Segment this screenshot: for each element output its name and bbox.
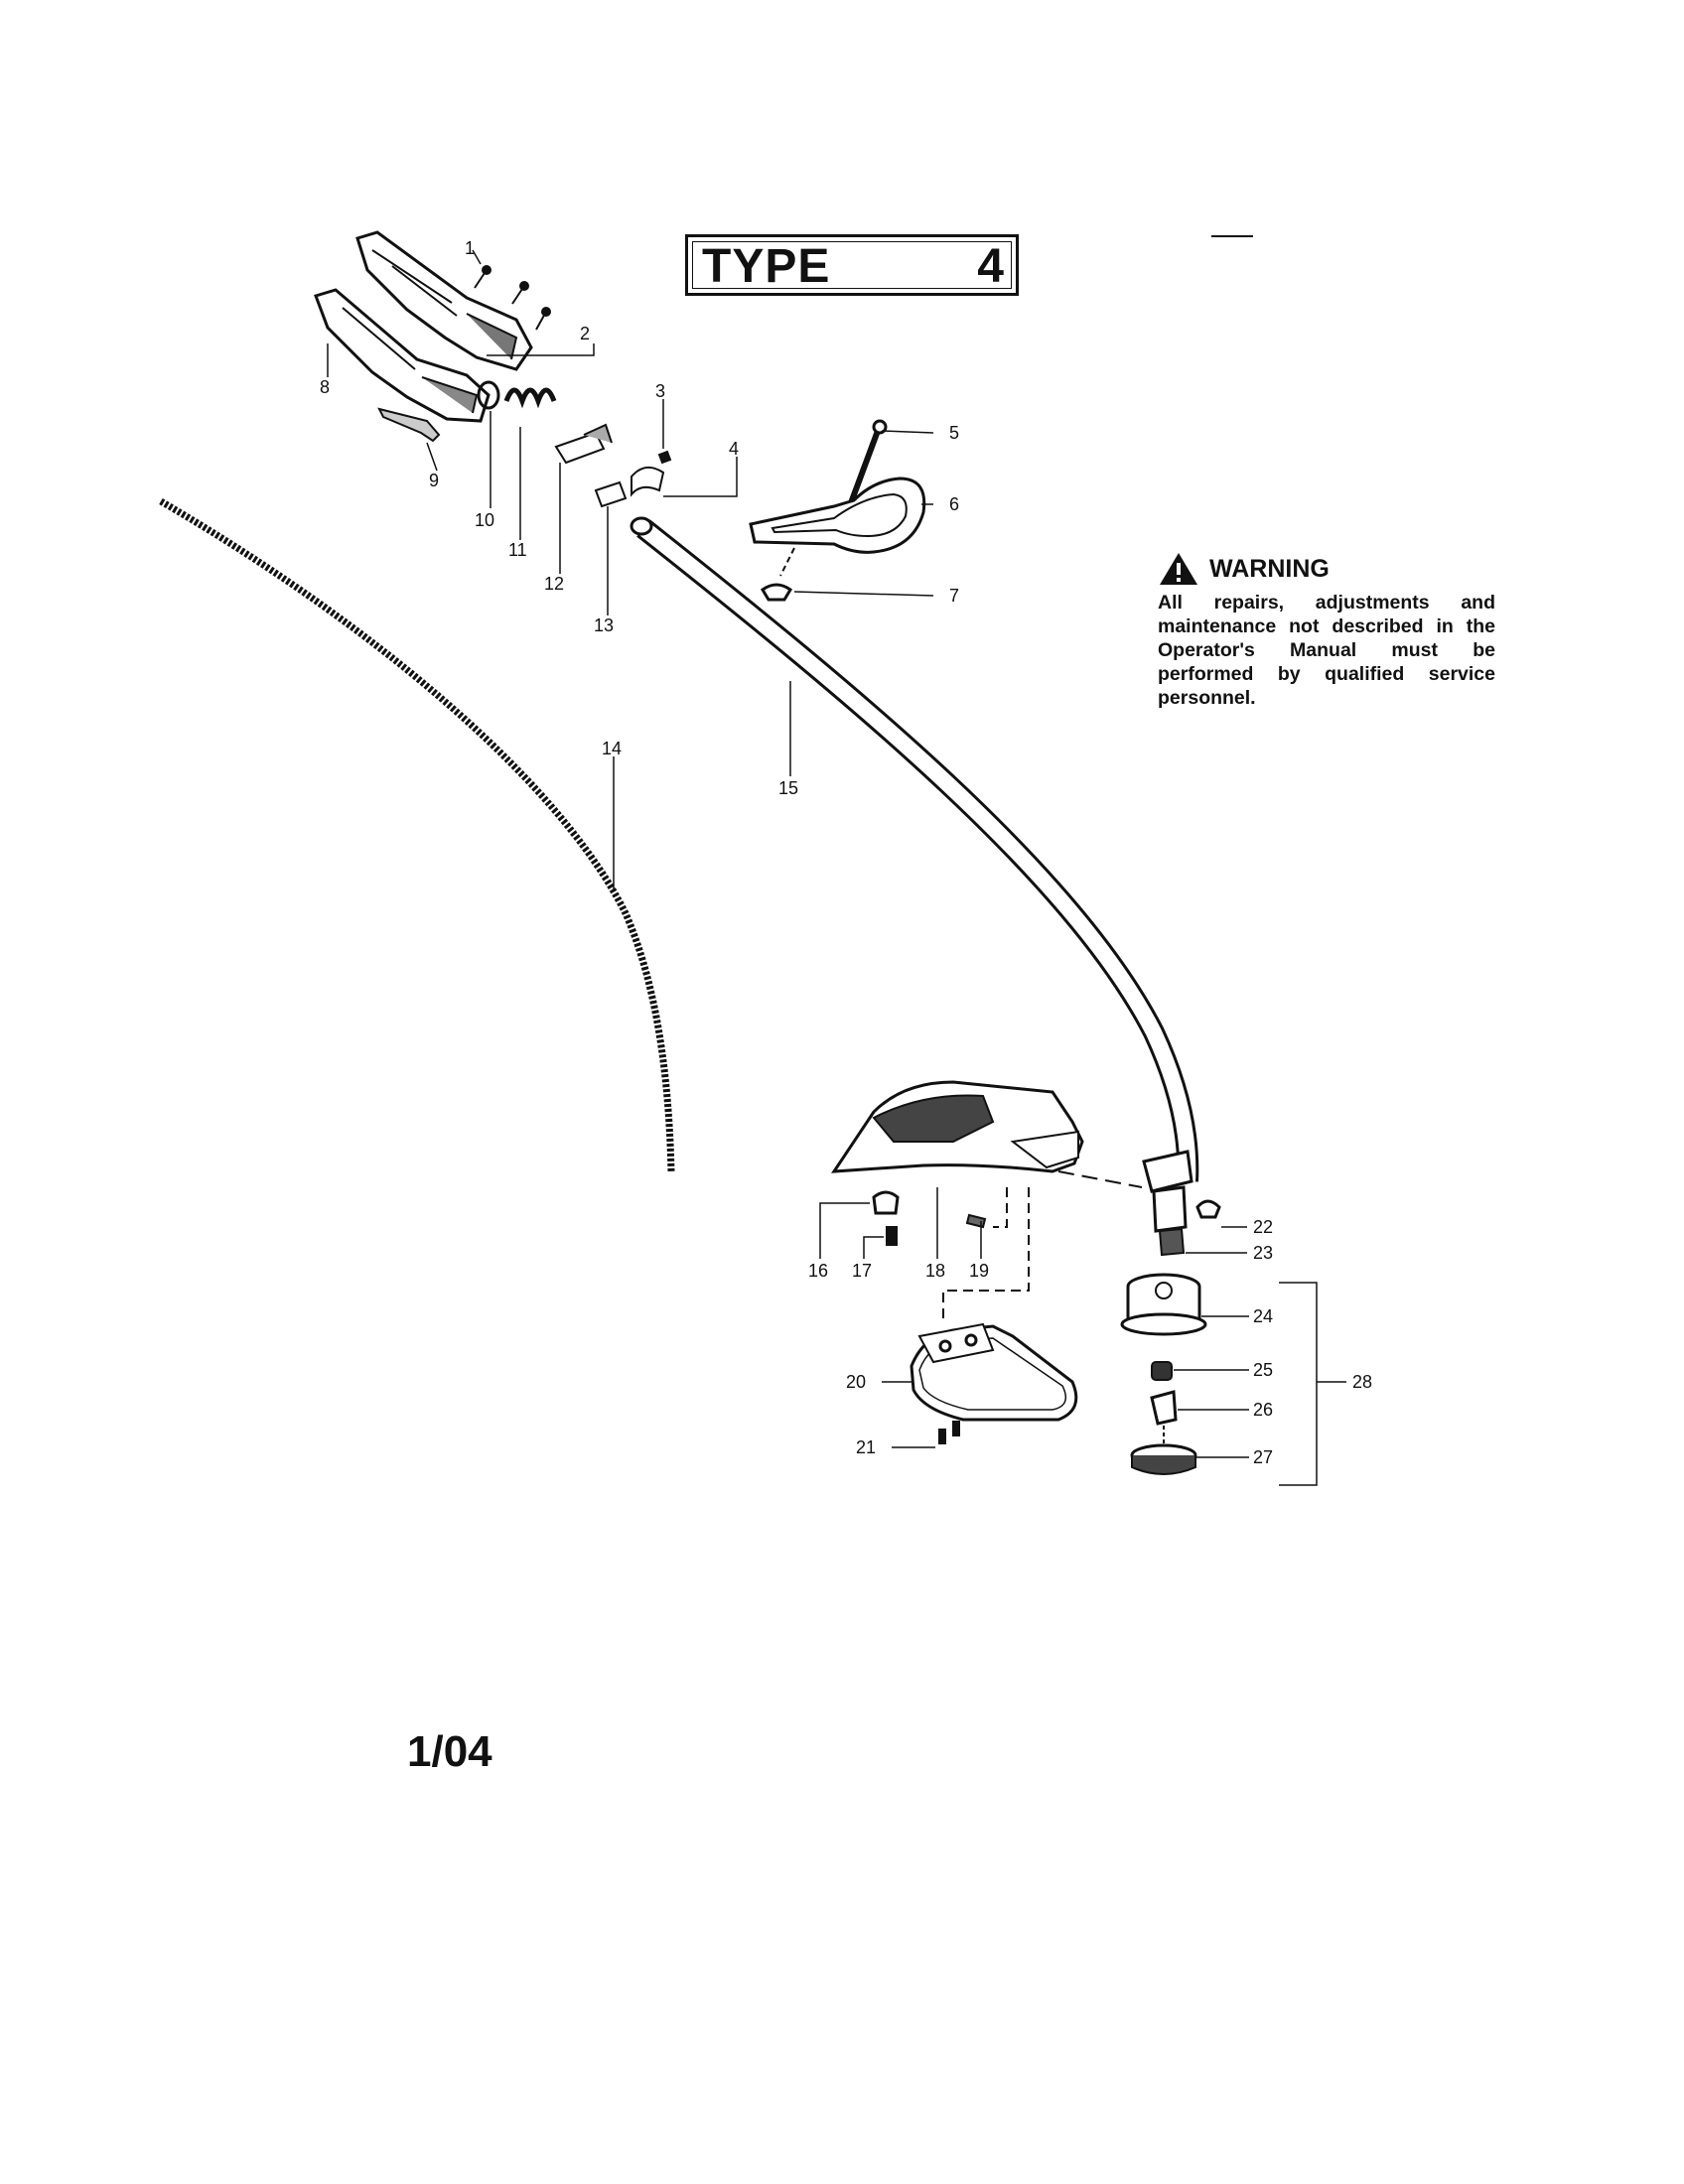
type-box: TYPE 4 (685, 234, 1019, 296)
callout-21: 21 (856, 1437, 876, 1457)
callout-3: 3 (655, 381, 665, 401)
washer-10 (477, 380, 500, 410)
spring-25 (1151, 1361, 1173, 1381)
wing-nut-7 (761, 583, 792, 602)
throttle-12 (554, 431, 606, 465)
spring-11 (503, 387, 557, 409)
callout-16: 16 (808, 1261, 828, 1281)
date-code: 1/04 (407, 1727, 492, 1776)
callout-1: 1 (465, 238, 475, 258)
clip-13 (594, 480, 628, 508)
shaft-15-outline (636, 519, 1199, 1182)
callout-6: 6 (949, 494, 959, 514)
retainer-4 (631, 466, 665, 497)
warning-text: All repairs, adjustments and maintenance… (1158, 592, 1495, 709)
callout-7: 7 (949, 586, 959, 606)
callout-17: 17 (852, 1261, 872, 1281)
callout-8: 8 (320, 377, 330, 397)
callout-28: 28 (1352, 1372, 1372, 1392)
shaft-clamp (1142, 1150, 1193, 1193)
callout-25: 25 (1253, 1360, 1273, 1380)
callout-5: 5 (949, 423, 959, 443)
callout-18: 18 (925, 1261, 945, 1281)
warning-notice: WARNING All repairs, adjustments and mai… (1158, 551, 1495, 710)
callout-27: 27 (1253, 1447, 1273, 1467)
callout-20: 20 (846, 1372, 866, 1392)
shaft-15-fill (638, 521, 1196, 1182)
handle-lower-half-8 (314, 288, 491, 423)
callout-2: 2 (580, 324, 590, 343)
callout-22: 22 (1253, 1217, 1273, 1237)
callout-13: 13 (594, 615, 614, 635)
flex-cable-14 (159, 497, 675, 1172)
wing-nut-22 (1195, 1199, 1221, 1219)
handle-screws-1 (474, 265, 551, 331)
callout-4: 4 (729, 439, 739, 459)
trimmer-head (1120, 1273, 1207, 1475)
eyelet-26 (1150, 1390, 1178, 1426)
callout-19: 19 (969, 1261, 989, 1281)
callout-14: 14 (602, 739, 622, 758)
callout-26: 26 (1253, 1400, 1273, 1420)
handle-upper-half (355, 230, 533, 371)
screw-17 (886, 1226, 898, 1246)
callout-15: 15 (778, 778, 798, 798)
callout-9: 9 (429, 471, 439, 490)
warning-triangle-icon (1160, 553, 1197, 585)
callout-11: 11 (508, 540, 527, 560)
trigger-9 (377, 407, 441, 443)
screw-3 (657, 450, 672, 465)
warning-heading: WARNING (1158, 551, 1495, 587)
callout-10: 10 (475, 510, 494, 530)
callout-24: 24 (1253, 1306, 1273, 1326)
arbor-23 (1158, 1227, 1186, 1257)
callout-labels: 1 2 3 4 5 6 7 8 9 10 11 12 13 14 15 16 1… (320, 238, 1372, 1467)
leader-lines (327, 249, 1346, 1486)
callout-12: 12 (544, 574, 564, 594)
callout-23: 23 (1253, 1243, 1273, 1263)
screws-21 (938, 1421, 960, 1444)
blade-19 (965, 1213, 987, 1229)
warning-title: WARNING (1209, 554, 1330, 583)
clamp-16 (872, 1190, 900, 1215)
